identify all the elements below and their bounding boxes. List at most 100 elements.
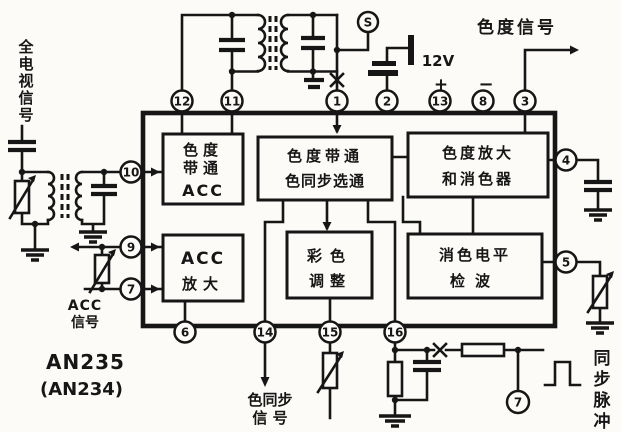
supply-plus: +	[434, 75, 448, 95]
pin-number: 3	[521, 95, 529, 109]
block-rect	[406, 131, 550, 199]
pin-14: 14	[253, 320, 277, 344]
block-label: 色度带通	[287, 147, 363, 165]
acc-signal-label: ACC 信号	[68, 298, 102, 331]
ic-outline	[140, 110, 558, 329]
sync-pulse-label: 同 步 脉 冲	[593, 349, 612, 432]
sync-pulse-waveform	[543, 360, 582, 387]
block-label: 带通	[183, 159, 223, 177]
electrolytic-capacitor	[368, 35, 414, 76]
wire-segment	[72, 245, 143, 291]
ground	[21, 208, 614, 428]
block-label: 放大	[181, 275, 224, 293]
block-label: 色度	[183, 141, 223, 159]
label-line: 信 号	[252, 409, 287, 427]
wire-segment	[80, 170, 143, 234]
block-label: 调整	[309, 272, 351, 290]
pin-number: 7	[514, 396, 522, 410]
block-color-adjust: 彩色 调整	[285, 230, 374, 300]
pin-number: 7	[127, 283, 135, 297]
pin-number: 9	[127, 241, 135, 255]
supply-voltage: 12V	[422, 52, 455, 70]
x-mark	[329, 72, 448, 358]
pin-8: 8	[471, 89, 495, 113]
block-label: 色同步选通	[285, 172, 365, 190]
pin-9: 9	[119, 235, 143, 259]
switch-s: S	[356, 10, 380, 34]
sync-input-pin-7: 7	[505, 389, 531, 415]
block-acc-amplifier: ACC 放大	[161, 233, 245, 303]
part-number-label: AN235 (AN234)	[40, 350, 125, 400]
block-label: ACC	[182, 181, 224, 200]
pin-5: 5	[554, 250, 578, 274]
label-char: 步	[594, 369, 611, 390]
pin-7: 7	[119, 277, 143, 301]
pin-number: 14	[257, 326, 274, 340]
block-label: 彩色	[306, 247, 353, 265]
signal-arrow	[70, 45, 579, 387]
supply-minus: −	[478, 74, 493, 95]
pin-number: 11	[224, 95, 241, 109]
wire-segment	[180, 13, 260, 103]
block-chroma-amp-color-killer: 色度放大 和消色器	[406, 131, 550, 199]
junction-dot	[18, 11, 522, 404]
pin-15: 15	[318, 320, 342, 344]
label-char: 脉	[593, 390, 612, 411]
capacitor	[8, 35, 612, 373]
wire-segment	[366, 198, 397, 334]
pin-number: 6	[181, 326, 189, 340]
block-rect	[161, 233, 245, 303]
pin-number: 5	[562, 256, 570, 270]
label-char: 号	[18, 106, 33, 124]
block-rect	[285, 230, 374, 300]
transformer-core	[60, 16, 278, 218]
label-line: ACC	[68, 298, 102, 314]
wire-segment	[129, 170, 165, 291]
block-label: 色度放大	[442, 144, 514, 162]
label-line: 信号	[71, 314, 99, 331]
pin-number: 4	[562, 154, 570, 168]
pin-11: 11	[220, 89, 244, 113]
block-label: 检波	[450, 272, 500, 290]
block-chroma-bandpass-burst-gate: 色度带通 色同步选通	[256, 135, 394, 202]
label-char: 信	[18, 89, 33, 107]
coil	[46, 13, 290, 222]
label-char: 电	[18, 55, 33, 73]
wire-segment	[401, 195, 475, 236]
pin-12: 12	[170, 89, 194, 113]
part-number: AN235	[46, 350, 125, 374]
pin-6: 6	[173, 320, 197, 344]
part-number-alt: (AN234)	[40, 379, 123, 400]
label-char: 冲	[594, 411, 611, 432]
block-killer-level-detector: 消色电平 检波	[406, 232, 544, 300]
block-rect	[161, 132, 245, 206]
pin-13: 13	[428, 89, 452, 113]
pin-number: 16	[387, 326, 404, 340]
chroma-signal-label: 色度信号	[477, 17, 557, 38]
pin-number: 8	[479, 95, 487, 109]
variable-resistor-arrow	[8, 175, 614, 394]
pin-1: 1	[325, 89, 349, 113]
pin-number: 12	[174, 95, 191, 109]
block-label: ACC	[181, 249, 225, 269]
block-rect	[406, 232, 544, 300]
supply-label: 12V + −	[422, 52, 494, 95]
pin-number: 2	[383, 95, 391, 109]
label-char: 视	[18, 72, 33, 90]
label-char: 全	[17, 38, 34, 56]
wire-segment	[335, 30, 370, 52]
pin-10: 10	[119, 160, 143, 184]
pin-16: 16	[383, 320, 407, 344]
composite-video-label: 全 电 视 信 号	[17, 38, 34, 124]
switch-label: S	[364, 16, 373, 30]
pin-4: 4	[554, 148, 578, 172]
block-label: 消色电平	[439, 246, 511, 264]
block-rect	[256, 135, 394, 202]
label-line: 色同步	[247, 391, 292, 409]
block-chroma-bandpass-acc: 色度 带通 ACC	[161, 132, 245, 206]
pin-2: 2	[375, 89, 399, 113]
wire-segment	[263, 198, 285, 334]
pin-number: 1	[333, 95, 341, 109]
